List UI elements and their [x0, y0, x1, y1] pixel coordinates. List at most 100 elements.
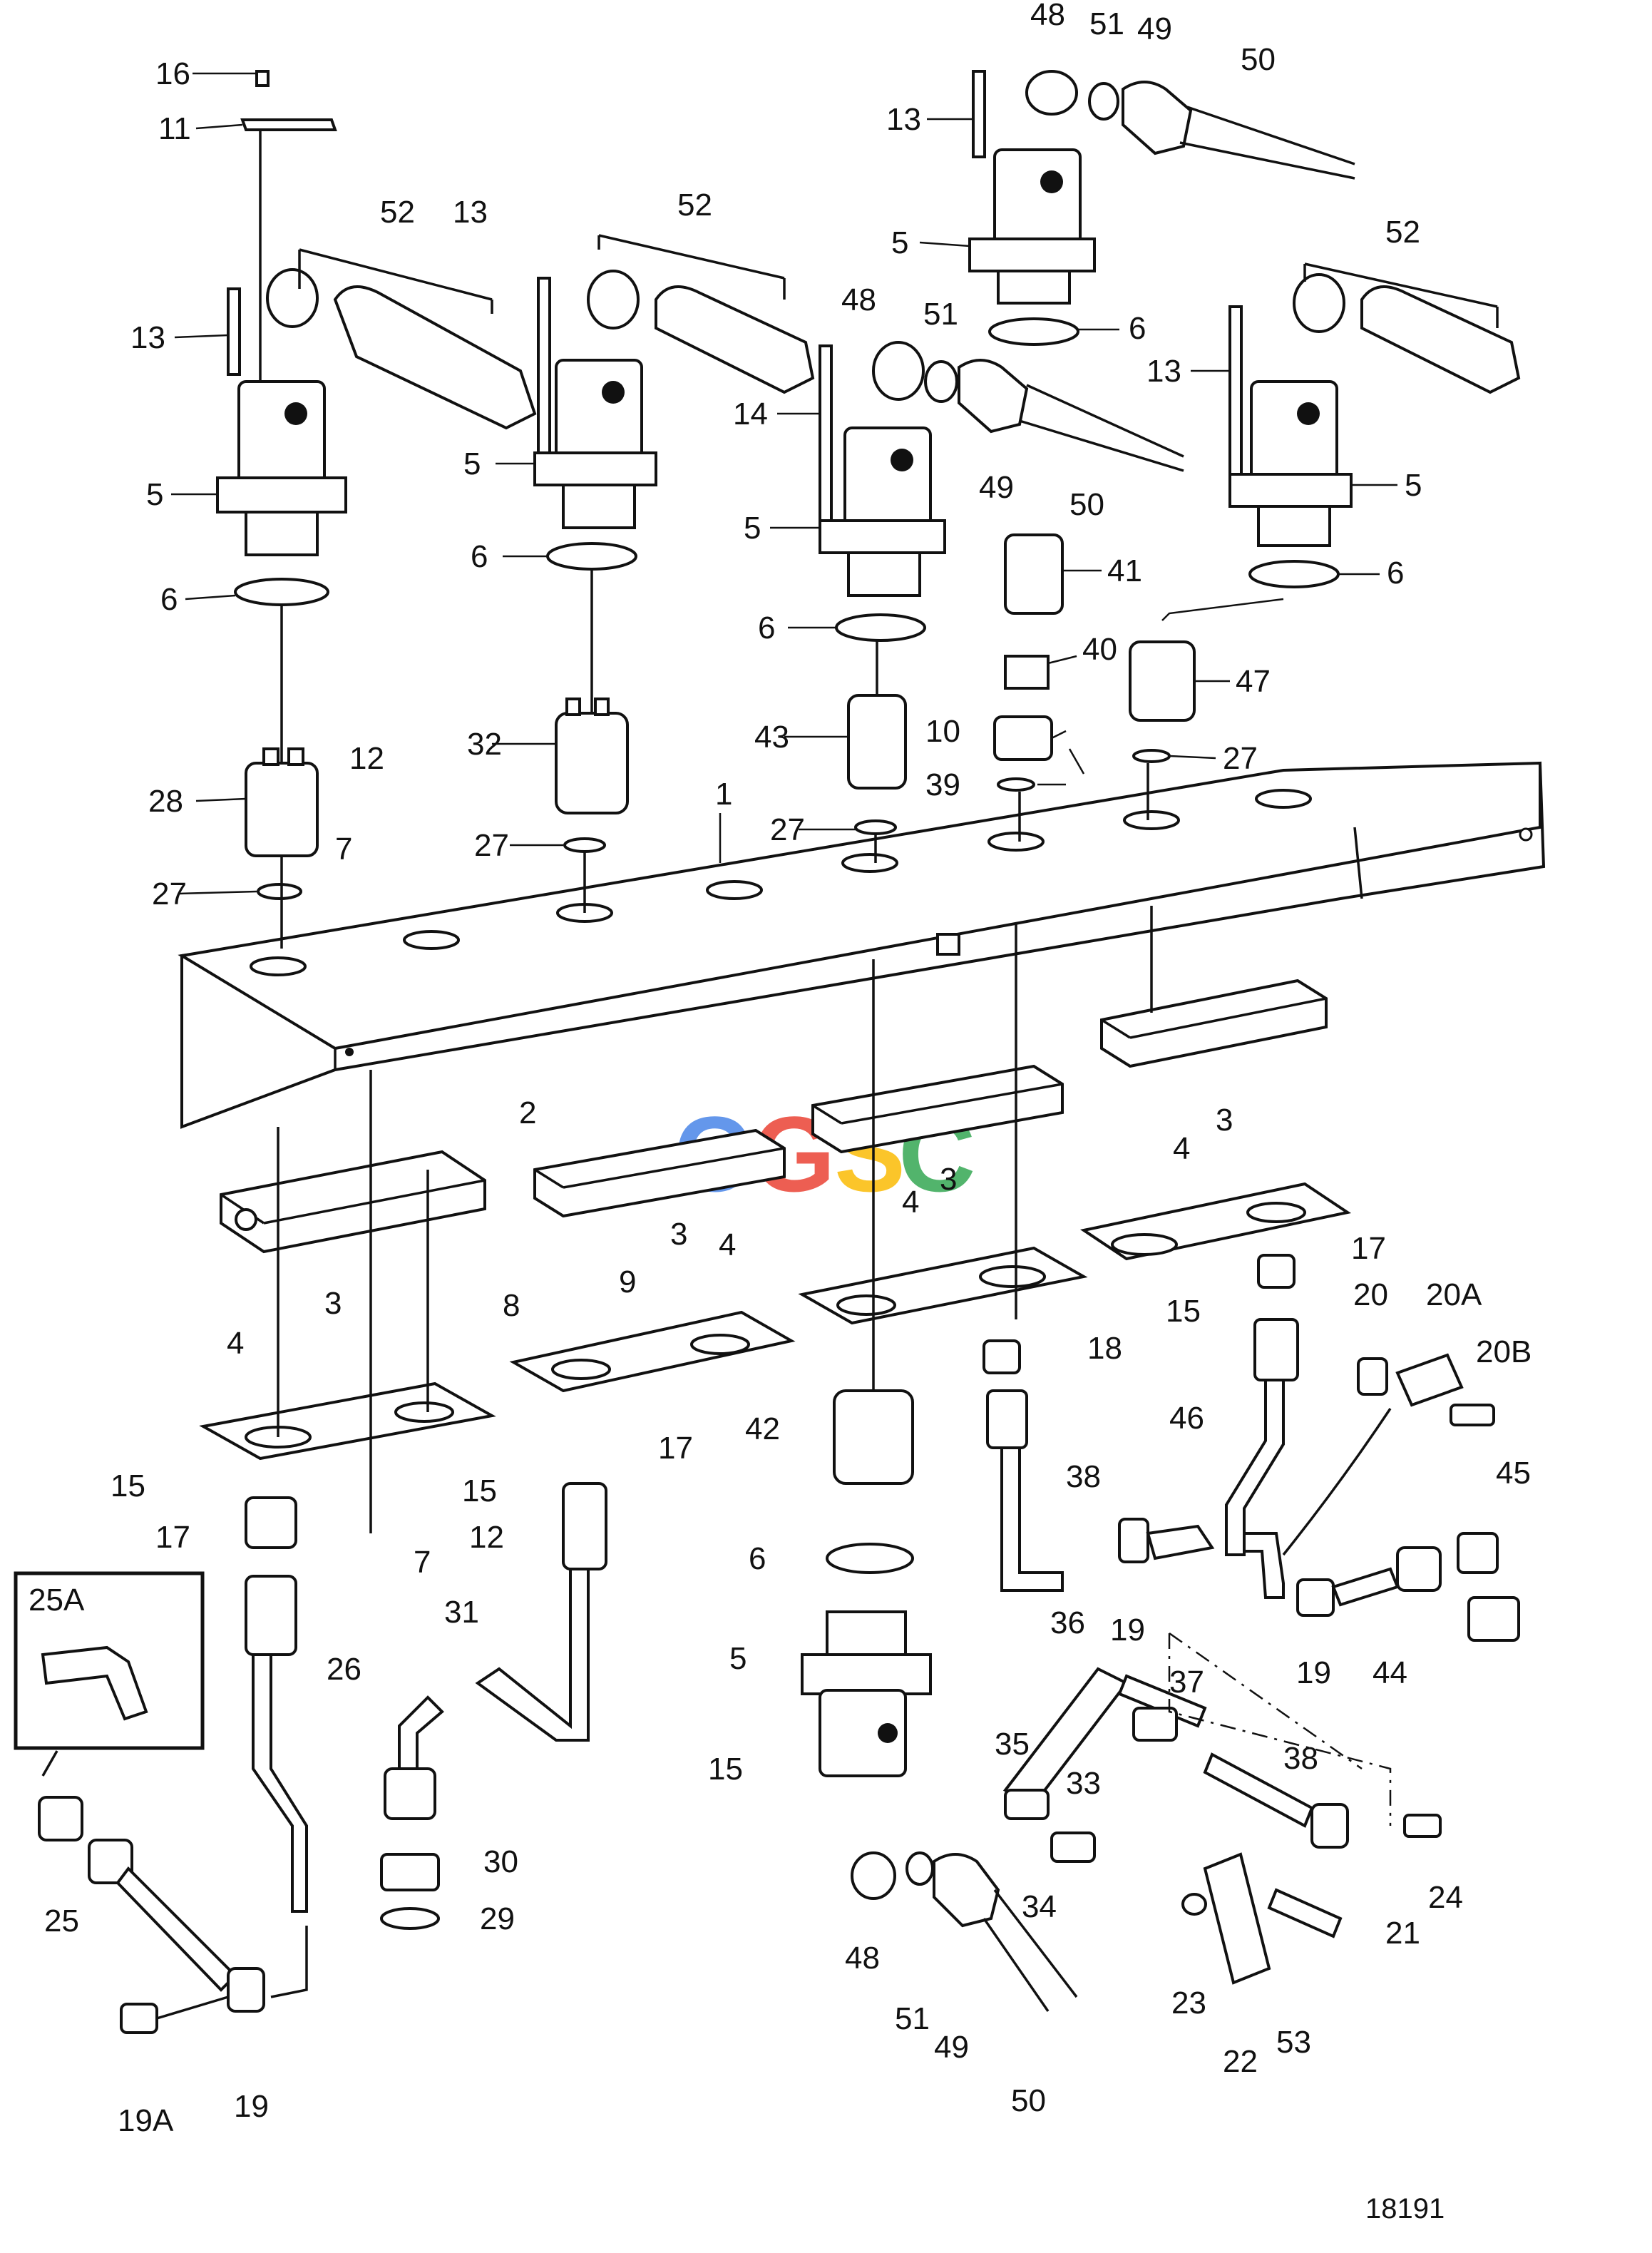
nut-31 — [562, 1482, 607, 1570]
label-10: 10 — [925, 714, 960, 749]
adapter-17-right — [1257, 1254, 1296, 1289]
label-30: 30 — [483, 1844, 518, 1879]
nut-23 — [1181, 1893, 1207, 1916]
label-44: 44 — [1373, 1655, 1407, 1690]
label-50b: 50 — [1069, 487, 1104, 522]
label-49c: 49 — [934, 2030, 969, 2065]
label-20A: 20A — [1426, 1277, 1482, 1312]
washer-27 — [257, 883, 302, 900]
label-11: 11 — [158, 111, 191, 146]
label-15b: 15 — [462, 1473, 497, 1508]
label-19b: 19 — [1296, 1655, 1331, 1690]
adapter-18 — [983, 1339, 1021, 1374]
sensor-station-3 — [819, 341, 1184, 863]
label-15c: 15 — [708, 1752, 743, 1787]
pressure-sensor-42 — [833, 1389, 914, 1485]
label-29: 29 — [480, 1901, 515, 1936]
label-13a: 13 — [130, 320, 165, 355]
label-53: 53 — [1276, 2025, 1311, 2060]
label-46: 46 — [1169, 1401, 1204, 1436]
pressure-sensor-41 — [1004, 533, 1064, 615]
label-33: 33 — [1066, 1766, 1101, 1801]
fitting-25 — [38, 1796, 83, 1841]
pipe-38 — [1000, 1446, 1064, 1592]
label-52b: 52 — [677, 188, 712, 223]
rail-hole — [987, 832, 1045, 852]
clamp-19-right — [1296, 1578, 1335, 1617]
label-52a: 52 — [380, 195, 415, 230]
label-48a: 48 — [1030, 0, 1065, 32]
label-9: 9 — [619, 1265, 636, 1299]
elbow-45 — [1457, 1532, 1499, 1574]
label-4c: 4 — [902, 1185, 919, 1220]
label-1: 1 — [715, 777, 732, 812]
label-51a: 51 — [1089, 6, 1124, 41]
elbow-25A — [41, 1645, 148, 1721]
leader-lines — [171, 72, 1397, 895]
pipe-31 — [475, 1568, 590, 1742]
lower-pipe-assembly — [1002, 1353, 1520, 1985]
label-49a: 49 — [1137, 11, 1172, 46]
seal-ring — [234, 578, 329, 606]
fitting-34 — [1050, 1831, 1096, 1863]
junction-block-middle — [380, 1128, 796, 1930]
label-3b: 3 — [670, 1217, 687, 1252]
label-48b: 48 — [841, 282, 876, 317]
nut-48 — [851, 1851, 896, 1900]
clip-22 — [1203, 1852, 1271, 1985]
label-13c: 13 — [886, 102, 921, 137]
label-41: 41 — [1107, 553, 1142, 588]
hose-52 — [333, 285, 537, 430]
label-13b: 13 — [453, 195, 488, 230]
washer-29 — [380, 1907, 440, 1930]
label-8: 8 — [503, 1288, 520, 1323]
junction-block-right-1 — [798, 924, 1088, 2012]
nut-30 — [384, 1767, 436, 1820]
label-17a: 17 — [155, 1520, 190, 1555]
label-49b: 49 — [979, 470, 1014, 505]
mounting-rail — [178, 761, 1546, 1129]
gasket-11 — [240, 118, 337, 131]
label-17b: 17 — [658, 1431, 693, 1466]
rail-hole — [1255, 789, 1312, 809]
adapter-neck — [245, 511, 319, 556]
label-51c: 51 — [895, 2001, 930, 2036]
bolt-13 — [537, 277, 551, 454]
bolt-13 — [227, 287, 241, 376]
clamp-19-left — [227, 1967, 265, 2013]
label-36: 36 — [1050, 1605, 1085, 1640]
rail-end — [1353, 827, 1363, 899]
bolt-13 — [972, 70, 986, 158]
label-31: 31 — [444, 1595, 479, 1630]
pressure-sensor-28 — [245, 762, 319, 857]
inset-label: 25A — [29, 1583, 85, 1618]
inset-25a: 25A — [14, 1571, 205, 1777]
label-25: 25 — [44, 1904, 79, 1938]
label-5b: 5 — [463, 446, 481, 481]
label-6c: 6 — [758, 610, 775, 645]
rail-top — [178, 761, 1541, 1051]
label-17c: 17 — [1351, 1231, 1386, 1266]
label-6e: 6 — [1387, 556, 1404, 591]
label-3c: 3 — [940, 1162, 957, 1197]
spacer-20 — [1357, 1357, 1388, 1396]
label-37: 37 — [1169, 1665, 1204, 1700]
label-19c: 19 — [234, 2089, 269, 2124]
label-7a: 7 — [335, 832, 352, 867]
label-20: 20 — [1353, 1277, 1388, 1312]
label-4d: 4 — [1173, 1131, 1190, 1166]
label-6d: 6 — [1129, 311, 1146, 346]
label-23: 23 — [1171, 1986, 1206, 2020]
sensor-station-4 — [968, 70, 1355, 842]
label-19A: 19A — [118, 2103, 174, 2138]
nut-26 — [245, 1575, 297, 1656]
rail-hole — [1123, 810, 1180, 830]
label-13d: 13 — [1146, 354, 1181, 389]
left-pipe-assembly — [38, 1796, 308, 2034]
label-27b: 27 — [474, 828, 509, 863]
label-5c: 5 — [744, 511, 761, 546]
clamp-21 — [1310, 1803, 1349, 1849]
fitting-37 — [1132, 1707, 1178, 1742]
label-24: 24 — [1428, 1880, 1463, 1915]
